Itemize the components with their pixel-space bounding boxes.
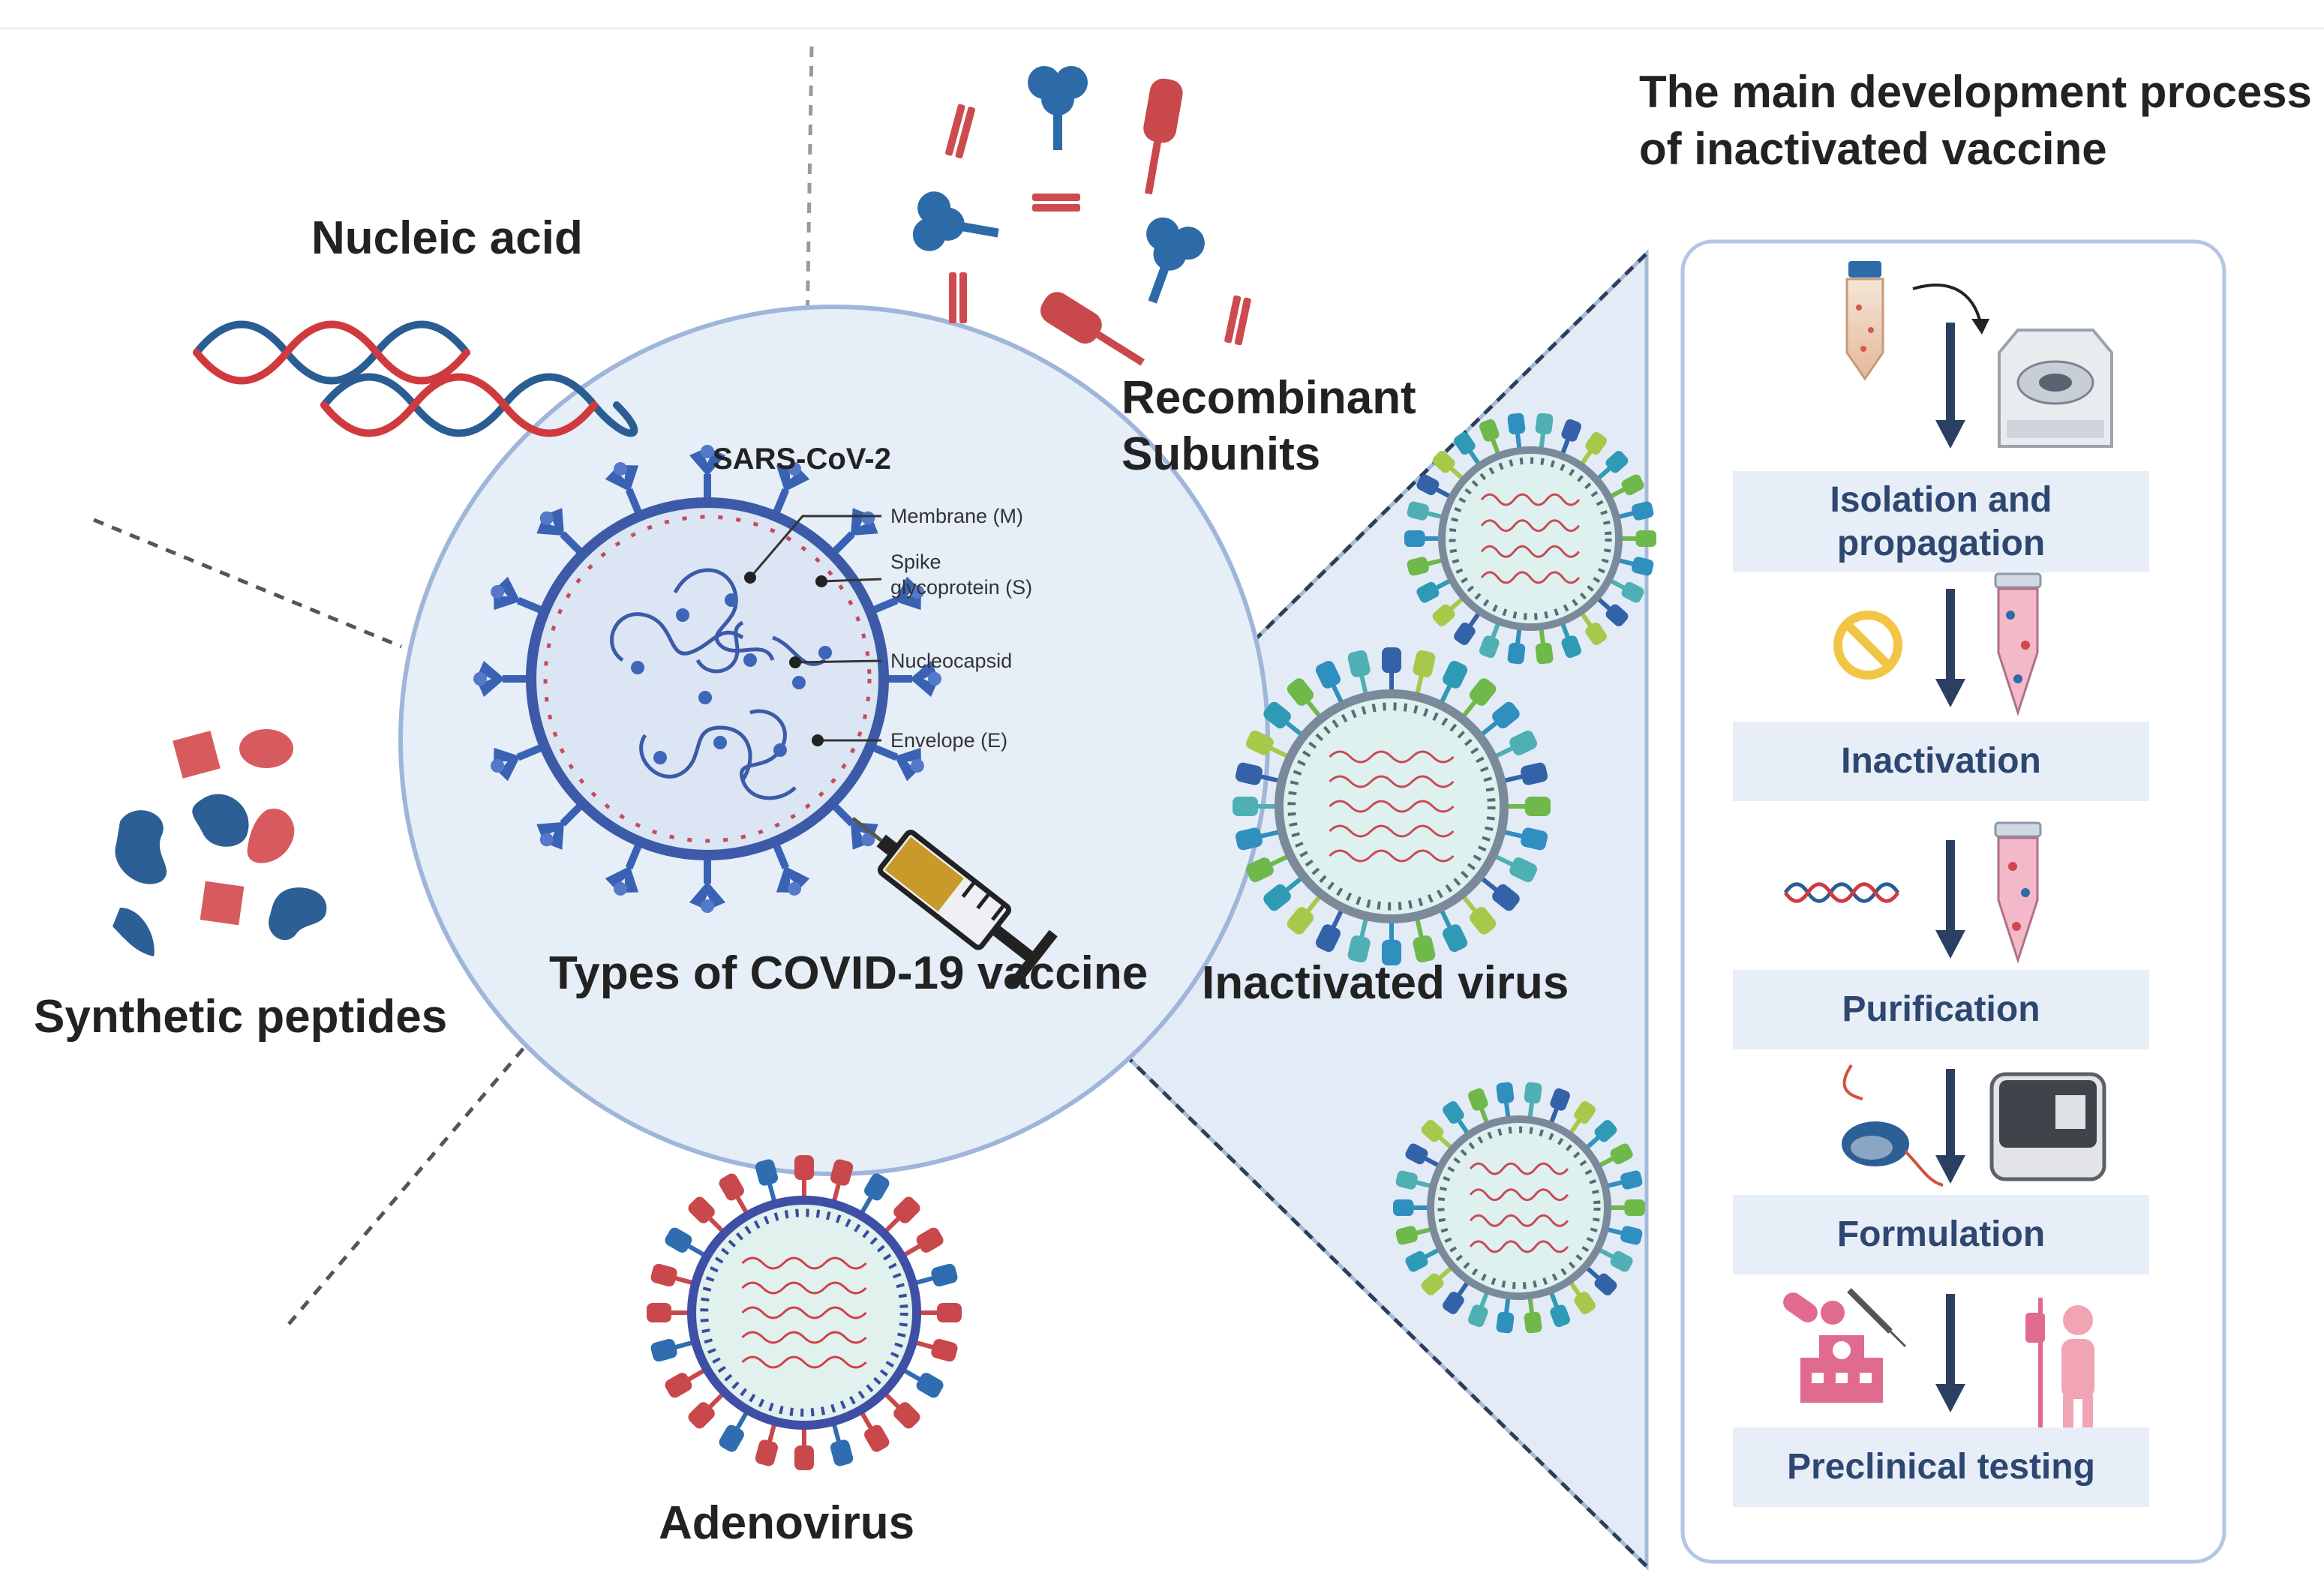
spike-annotation-line1: Spike: [890, 551, 941, 573]
nucleocapsid-coils: [610, 568, 827, 800]
step-inactivation: Inactivation: [1733, 722, 2149, 801]
synthetic-peptides-label: Synthetic peptides: [34, 991, 448, 1043]
center-caption: Types of COVID-19 vaccine: [549, 947, 1148, 999]
step-preclinical-testing: Preclinical testing: [1733, 1427, 2149, 1507]
patient-iv-icon: [2025, 1298, 2094, 1438]
membrane-annotation: Membrane (M): [890, 505, 1024, 527]
nucleic-acid-label: Nucleic acid: [311, 212, 583, 264]
annotation-leaders: [749, 515, 882, 742]
spike-protein-icon: [689, 855, 725, 913]
syringe-icon: [851, 816, 1058, 989]
spike-protein-icon: [771, 840, 810, 896]
spike-protein-icon: [884, 661, 941, 697]
nucleocapsid-annotation: Nucleocapsid: [890, 650, 1013, 672]
spike-annotation-line2: glycoprotein (S): [890, 576, 1033, 599]
virus-tube-icon-1: [1994, 572, 2042, 716]
inactivated-virus-particle-middle: [1233, 647, 1551, 965]
process-title: The main development process of inactiva…: [1639, 67, 2312, 174]
spike-protein-icon: [689, 445, 725, 503]
nucleocapsid-beads: [631, 593, 832, 764]
no-sign-icon: [1833, 611, 1902, 680]
centrifuge-icon: [1998, 329, 2113, 448]
spike-protein-icon: [829, 800, 878, 850]
transfer-arrow: [1912, 284, 1982, 323]
zoom-edge-bottom: [1097, 1028, 1648, 1568]
sars-cov-2-label: SARS-CoV-2: [713, 443, 891, 476]
recombinant-label-line2: Subunits: [1121, 428, 1321, 480]
spike-protein-icon: [771, 462, 810, 518]
dna-fragment-icon: [1783, 882, 1900, 903]
adenovirus-illustration: [647, 1155, 962, 1470]
spike-protein-icon: [869, 743, 924, 782]
spike-protein-icon: [605, 840, 644, 896]
spike-proteins: [473, 445, 941, 913]
sars-cov-2-illustration: [473, 445, 941, 913]
step-formulation: Formulation: [1733, 1195, 2149, 1274]
transfer-arrowhead: [1971, 319, 1989, 335]
virus-tube-icon-2: [1994, 821, 2042, 964]
step-purification: Purification: [1733, 970, 2149, 1049]
spike-protein-icon: [473, 661, 531, 697]
synthetic-peptide-icons: [113, 729, 327, 956]
inactivated-virus-particle-top: [1404, 413, 1656, 665]
culture-tube-icon: [1845, 261, 1884, 381]
spike-protein-icon: [491, 576, 546, 615]
step-isolation-propagation: Isolation and propagation: [1733, 471, 2149, 572]
recombinant-subunit-icons: [912, 66, 1251, 366]
zoom-edge-top: [1214, 252, 1648, 680]
recombinant-label-line1: Recombinant: [1121, 372, 1416, 424]
lab-mouse-icon: [1842, 1064, 1944, 1187]
annotation-dots: [744, 572, 827, 746]
nucleic-acid-helix-icon: [193, 320, 638, 437]
spike-protein-icon: [491, 743, 546, 782]
inactivated-virus-label: Inactivated virus: [1202, 957, 1569, 1009]
sector-dividers: [93, 46, 814, 1325]
pills-syringe-hospital-icon: [1783, 1288, 1907, 1403]
spike-protein-icon: [605, 462, 644, 518]
spike-protein-icon: [869, 576, 924, 615]
analyzer-machine-icon: [1989, 1072, 2106, 1181]
inactivated-virus-particle-bottom: [1393, 1082, 1645, 1334]
process-arrows: [1935, 323, 1965, 1412]
adenovirus-label: Adenovirus: [659, 1497, 915, 1549]
envelope-annotation: Envelope (E): [890, 729, 1008, 752]
